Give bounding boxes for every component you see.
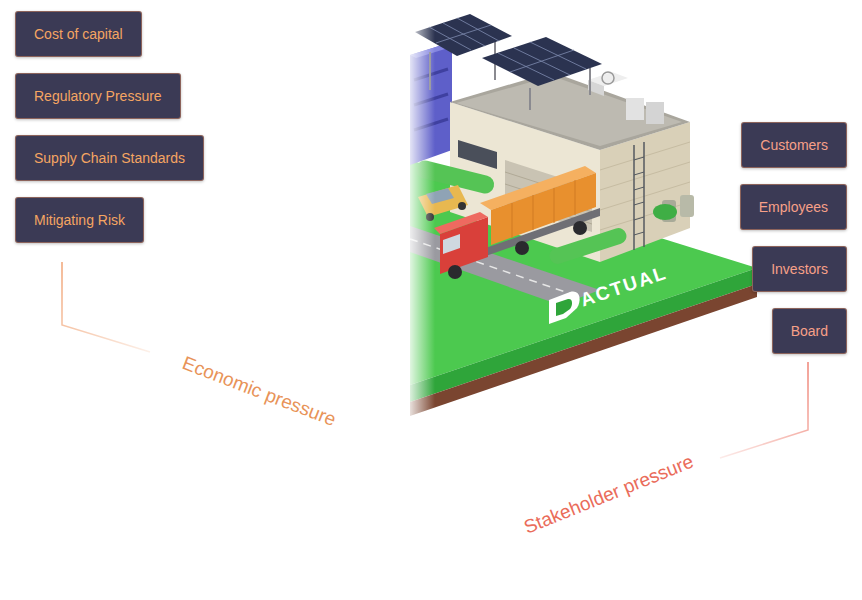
solar-panel (510, 50, 574, 72)
box-text: Employees (759, 198, 828, 216)
box-text: Board (791, 322, 828, 340)
car (458, 202, 466, 210)
ladder (634, 217, 644, 220)
pressure-box: Board (772, 308, 847, 354)
truck (515, 241, 529, 255)
pressure-box: Mitigating Risk (15, 197, 144, 243)
truck (491, 173, 596, 245)
pressure-box: Customers (741, 122, 847, 168)
truck (434, 166, 600, 279)
ladder (634, 142, 644, 250)
ladder (634, 172, 644, 175)
logo-icon (549, 291, 580, 324)
ladder (634, 232, 644, 235)
truck (434, 212, 488, 234)
solar-panel (443, 23, 485, 46)
truck (448, 265, 462, 279)
solar-panel (415, 14, 602, 110)
truck (443, 234, 460, 254)
group-label: Economic pressure (179, 352, 339, 432)
pressure-box: Employees (740, 184, 847, 230)
pressure-box: Supply Chain Standards (15, 135, 204, 181)
factory-building (458, 140, 497, 169)
pressure-box: Cost of capital (15, 11, 142, 57)
group-label: Stakeholder pressure (521, 451, 697, 540)
logo-icon (549, 291, 580, 324)
ladder (633, 145, 635, 250)
roof-units (626, 98, 644, 120)
ground-slab (410, 160, 757, 416)
ladder (634, 157, 644, 160)
factory-building (450, 72, 690, 150)
truck (573, 221, 587, 235)
box-text: Customers (760, 136, 828, 154)
roof-units (602, 72, 614, 84)
ladder (634, 187, 644, 190)
box-text: Supply Chain Standards (34, 149, 185, 167)
box-text: Regulatory Pressure (34, 87, 162, 105)
factory-building (600, 202, 690, 230)
hedges (547, 226, 628, 266)
solar-panel (529, 88, 531, 110)
factory-building (456, 76, 682, 146)
ladder (643, 142, 645, 247)
bins (680, 195, 694, 217)
truck (533, 195, 534, 230)
truck (554, 188, 555, 223)
logo-icon (556, 299, 572, 316)
hedges (653, 204, 677, 220)
pressure-box: Regulatory Pressure (15, 73, 181, 119)
bracket-line (62, 262, 150, 352)
box-text: Mitigating Risk (34, 211, 125, 229)
solar-panel (482, 37, 602, 86)
hedges (414, 159, 677, 266)
logo-text: ACTUAL (578, 262, 671, 312)
roof-units (646, 102, 664, 124)
truck (575, 180, 576, 215)
box-text: Cost of capital (34, 25, 123, 43)
solar-panel (436, 25, 491, 43)
truck (512, 203, 513, 238)
roof-units (588, 72, 664, 124)
bracket-line (720, 362, 808, 458)
solar-panel (514, 48, 570, 75)
solar-panel (589, 68, 591, 95)
pressure-box: Investors (752, 246, 847, 292)
ladder (634, 202, 644, 205)
edge-fade (405, 0, 435, 430)
box-text: Investors (771, 260, 828, 278)
